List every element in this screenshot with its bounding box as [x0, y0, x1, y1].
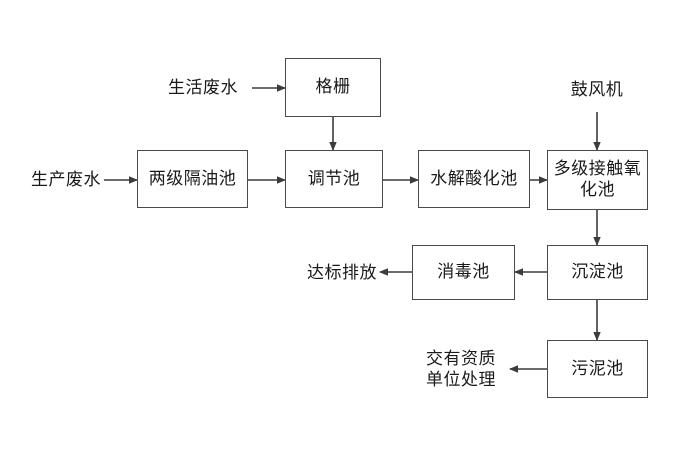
flow-label-production-wastewater: 生产废水: [31, 169, 101, 190]
process-node-contact-oxidation[interactable]: 多级接触氧 化池: [547, 150, 648, 210]
flow-label-qualified-unit: 交有资质 单位处理: [426, 349, 496, 390]
flow-label-compliant-discharge: 达标排放: [307, 262, 377, 283]
process-node-label: 沉淀池: [571, 262, 624, 283]
process-node-label: 格栅: [315, 77, 351, 98]
process-node-label: 两级隔油池: [148, 168, 237, 189]
process-node-disinfection-tank[interactable]: 消毒池: [412, 245, 515, 300]
process-node-oil-separation[interactable]: 两级隔油池: [137, 150, 248, 208]
process-node-sludge-tank[interactable]: 污泥池: [547, 340, 648, 398]
process-node-label: 污泥池: [571, 358, 624, 379]
flow-label-domestic-wastewater: 生活废水: [168, 77, 238, 98]
process-node-label: 多级接触氧 化池: [553, 159, 642, 200]
process-node-grating[interactable]: 格栅: [285, 58, 381, 117]
flow-label-blower: 鼓风机: [570, 79, 624, 100]
process-node-hydrolysis-tank[interactable]: 水解酸化池: [418, 150, 530, 208]
process-node-sedimentation-tank[interactable]: 沉淀池: [547, 245, 648, 300]
process-node-label: 消毒池: [437, 262, 490, 283]
process-node-regulating-tank[interactable]: 调节池: [285, 150, 383, 208]
process-node-label: 调节池: [307, 168, 361, 189]
process-node-label: 水解酸化池: [430, 168, 518, 189]
